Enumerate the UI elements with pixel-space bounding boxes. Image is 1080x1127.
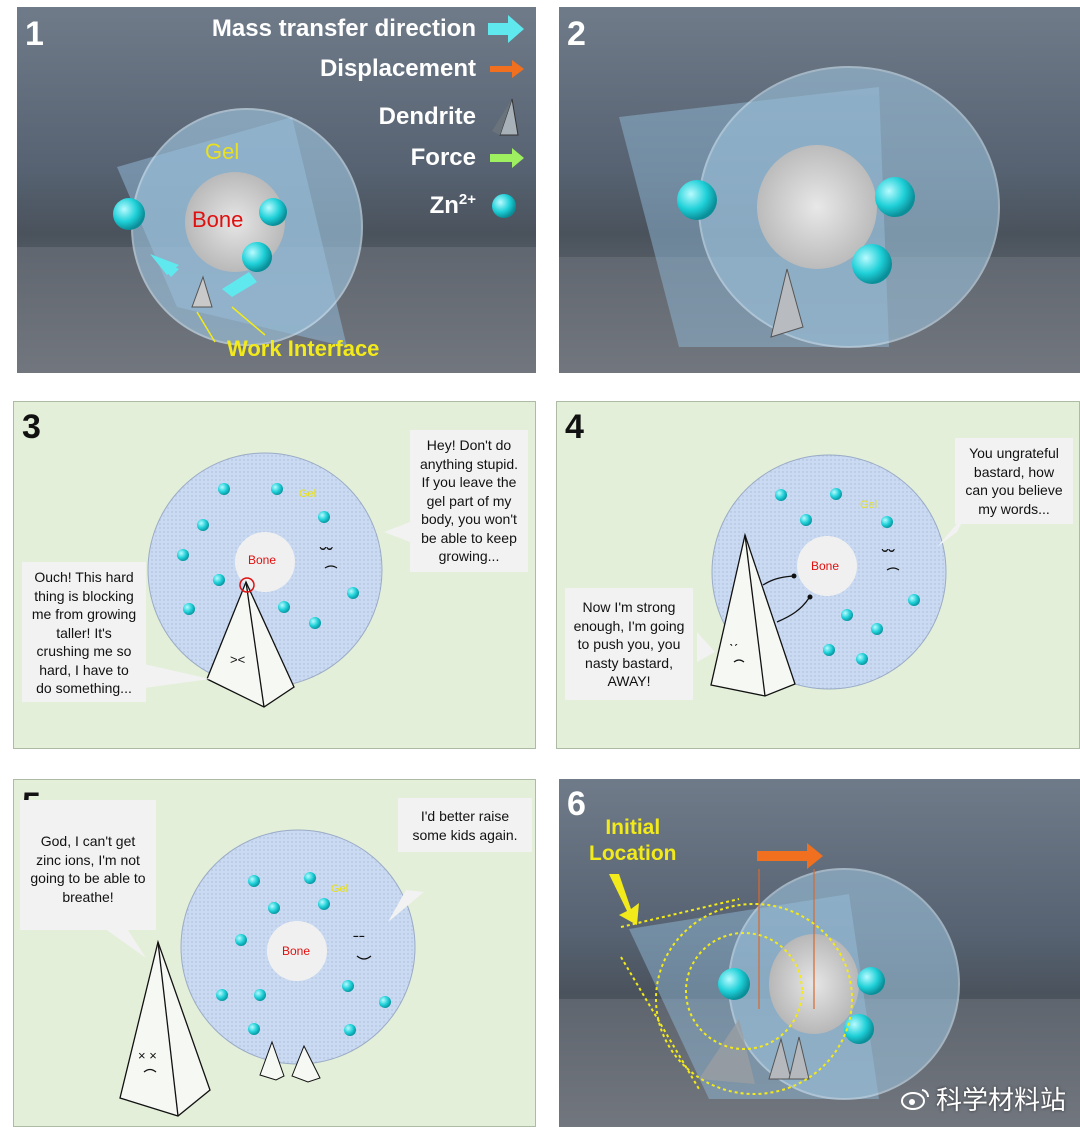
panel-1-scene bbox=[17, 108, 536, 373]
small-dendrite bbox=[259, 1040, 285, 1081]
initial-location-arrow bbox=[609, 874, 639, 925]
legend: Mass transfer direction Displacement Den… bbox=[186, 7, 526, 237]
panel-5: × × ˉˉ 5 Gel Bone God, I can't get zinc … bbox=[13, 779, 536, 1127]
dendrite-angry-face: ˋˊ bbox=[729, 641, 738, 657]
bone-label: Bone bbox=[811, 559, 840, 573]
legend-force: Force bbox=[411, 142, 526, 174]
contact-point-icon bbox=[239, 577, 255, 593]
zn-ions bbox=[216, 872, 391, 1036]
mass-transfer-arrow bbox=[222, 272, 257, 297]
legend-dendrite-label: Dendrite bbox=[378, 103, 476, 130]
small-dendrite bbox=[291, 1044, 321, 1083]
legend-displacement: Displacement bbox=[320, 53, 526, 85]
bone-label: Bone bbox=[248, 553, 277, 567]
panel-number: 4 bbox=[565, 408, 584, 446]
weibo-icon bbox=[900, 1087, 930, 1111]
zn-ion bbox=[857, 967, 885, 995]
zn-ion bbox=[844, 1014, 874, 1044]
displacement-arrow bbox=[757, 843, 823, 869]
zn-ion bbox=[113, 198, 145, 230]
initial-location-outline bbox=[655, 903, 853, 1095]
panel-6-scene bbox=[559, 843, 1080, 1127]
legend-zn-label: Zn2+ bbox=[429, 190, 476, 219]
zn-ion bbox=[875, 177, 915, 217]
dendrite bbox=[788, 1036, 810, 1080]
panel-number: 1 bbox=[25, 15, 44, 53]
zn-ions bbox=[177, 483, 359, 629]
panel-3-scene: >< ˘˘ bbox=[144, 452, 410, 708]
dendrite-pain-face: >< bbox=[230, 652, 245, 667]
panel-4: ˋˊ ˘˘ 4 Gel Bone You ungrateful bastard,… bbox=[556, 401, 1080, 749]
gel-label: Gel bbox=[205, 139, 240, 164]
zn-ions bbox=[775, 488, 920, 665]
dendrite bbox=[770, 268, 804, 338]
displacement-arrow-icon bbox=[486, 53, 526, 85]
panel-number: 3 bbox=[22, 408, 41, 446]
legend-displacement-label: Displacement bbox=[319, 55, 476, 82]
speech-bubble-dendrite: God, I can't get zinc ions, I'm not goin… bbox=[20, 800, 156, 930]
gel-happy-face: ˉˉ bbox=[353, 932, 365, 952]
gel-worried-face: ˘˘ bbox=[319, 545, 334, 567]
dendrite-arm bbox=[762, 575, 794, 586]
speech-bubble-dendrite: Ouch! This hard thing is blocking me fro… bbox=[22, 562, 146, 702]
watermark: 科学材料站 bbox=[900, 1080, 1066, 1117]
bone-disc bbox=[267, 921, 327, 981]
bone-label: Bone bbox=[192, 207, 244, 232]
zn-ion bbox=[242, 242, 272, 272]
mass-transfer-arrow-icon bbox=[486, 13, 526, 45]
gel-label: Gel bbox=[299, 488, 317, 500]
dendrite bbox=[699, 1019, 755, 1084]
gel-label: Gel bbox=[331, 883, 349, 895]
panel-4-scene: ˋˊ ˘˘ bbox=[697, 454, 967, 697]
zn-ion bbox=[718, 968, 750, 1000]
dendrite-dead-face: × × bbox=[138, 1048, 157, 1063]
legend-force-label: Force bbox=[410, 144, 476, 171]
panel-6: 6 Initial Location 科学材料站 bbox=[559, 779, 1080, 1127]
watermark-text: 科学材料站 bbox=[935, 1085, 1066, 1115]
gel-worried-face: ˘˘ bbox=[881, 547, 896, 569]
zn-ion-icon bbox=[486, 189, 526, 221]
panel-2-scene bbox=[559, 66, 1080, 373]
dendrite-arm bbox=[776, 597, 810, 623]
speech-bubble-gel: I'd better raise some kids again. bbox=[398, 798, 532, 852]
dendrite-icon bbox=[486, 97, 526, 137]
speech-bubble-gel: Hey! Don't do anything stupid. If you le… bbox=[410, 430, 528, 572]
force-arrow-icon bbox=[486, 142, 526, 174]
panel-2: 2 bbox=[559, 7, 1080, 373]
legend-zn: Zn2+ bbox=[430, 189, 526, 221]
panel-number: 2 bbox=[567, 15, 586, 53]
zn-ion bbox=[677, 180, 717, 220]
legend-mass-transfer-label: Mass transfer direction bbox=[211, 15, 476, 42]
panel-5-scene: × × ˉˉ bbox=[104, 829, 424, 1117]
speech-bubble-dendrite: Now I'm strong enough, I'm going to push… bbox=[565, 588, 693, 700]
dendrite bbox=[710, 532, 796, 697]
bone-disc bbox=[235, 532, 295, 592]
bone-disc bbox=[797, 536, 857, 596]
panel-3: >< ˘˘ 3 Gel Bone Hey! Don't do anything … bbox=[13, 401, 536, 749]
legend-mass-transfer: Mass transfer direction bbox=[212, 13, 526, 45]
zn-ion bbox=[852, 244, 892, 284]
initial-location-label: Initial Location bbox=[589, 816, 677, 865]
work-interface-label: Work Interface bbox=[227, 336, 380, 361]
dendrite bbox=[768, 1037, 792, 1080]
zn-ion bbox=[259, 198, 287, 226]
gel-label: Gel bbox=[860, 499, 878, 511]
speech-bubble-gel: You ungrateful bastard, how can you beli… bbox=[955, 438, 1073, 524]
panel-number: 6 bbox=[567, 785, 586, 823]
bone-label: Bone bbox=[282, 944, 311, 958]
legend-dendrite: Dendrite bbox=[379, 97, 526, 137]
dendrite bbox=[191, 275, 213, 308]
dendrite bbox=[206, 580, 295, 708]
dendrite-dead bbox=[119, 939, 211, 1117]
panel-1: 1 Gel Bone Work Interface Mass transfer … bbox=[17, 7, 536, 373]
bone-rod bbox=[757, 145, 877, 269]
